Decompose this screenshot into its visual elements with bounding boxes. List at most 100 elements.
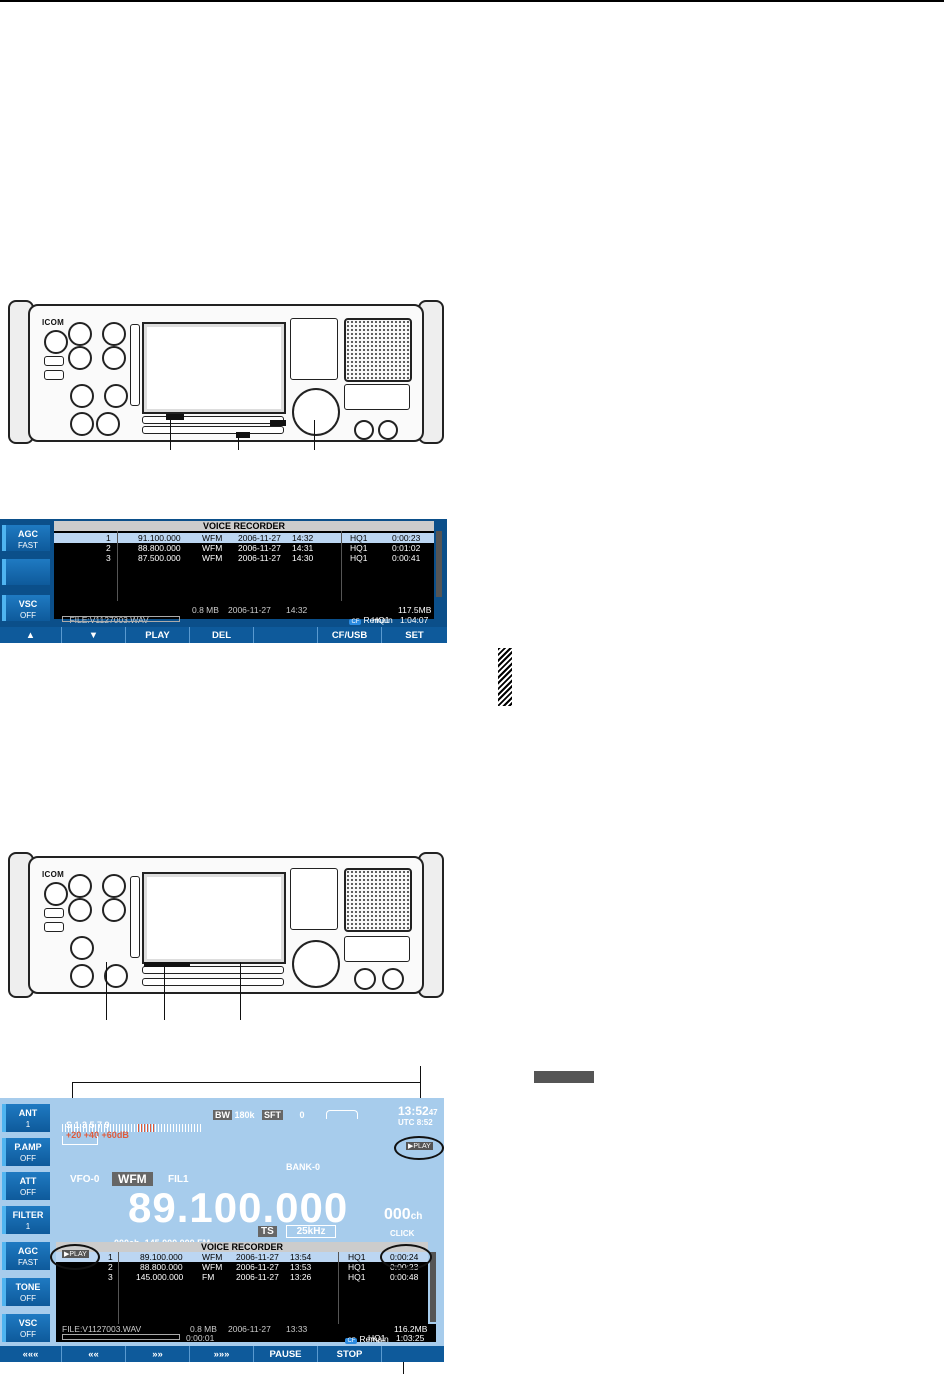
pressed-key-marker	[166, 414, 184, 420]
fkey-forward[interactable]: »»	[126, 1346, 190, 1362]
side-button-att[interactable]: ATT OFF	[2, 1172, 50, 1200]
filter-label: FIL1	[168, 1174, 189, 1185]
fkey-set[interactable]: SET	[405, 630, 424, 641]
file-size: 0.8 MB	[190, 1324, 217, 1334]
row-duration: 0:00:48	[390, 1272, 419, 1282]
ts-label: TS	[258, 1226, 277, 1237]
list-row[interactable]: 2 88.800.000 WFM 2006-11-27 14:31 HQ1 0:…	[54, 543, 434, 553]
fkey-down[interactable]: ▼	[62, 627, 126, 643]
list-row[interactable]: 3 145.000.000 FM 2006-11-27 13:26 HQ1 0:…	[56, 1272, 428, 1282]
row-num: 1	[106, 533, 111, 543]
fkey-up[interactable]: ▲	[0, 627, 62, 643]
side-button-pamp[interactable]: P.AMP OFF	[2, 1138, 50, 1166]
side-button-vsc[interactable]: VSC OFF	[2, 595, 50, 621]
row-mode: WFM	[202, 533, 223, 543]
list-row[interactable]: 1 91.100.000 WFM 2006-11-27 14:32 HQ1 0:…	[54, 533, 434, 543]
row-quality: HQ1	[348, 1272, 366, 1282]
row-quality: HQ1	[350, 553, 368, 563]
fkey-fast-forward[interactable]: »»»	[190, 1346, 254, 1362]
lower-knob	[104, 964, 128, 988]
row-date: 2006-11-27	[236, 1252, 279, 1262]
fkey-fast-rewind[interactable]: «««	[0, 1346, 62, 1362]
sft-value: 0	[299, 1110, 305, 1120]
panel-button	[44, 370, 64, 380]
utc-clock: UTC 8:52	[398, 1118, 433, 1127]
list-scrollbar[interactable]	[436, 531, 442, 597]
fkey-del[interactable]: DEL	[190, 627, 254, 643]
row-duration: 0:01:02	[392, 543, 421, 553]
row-date: 2006-11-27	[238, 553, 281, 563]
fkey-cf-usb[interactable]: CF/USB	[318, 627, 382, 643]
keypad	[290, 868, 338, 930]
fkey-blank[interactable]	[382, 1346, 444, 1362]
row-time: 14:32	[292, 533, 314, 543]
fkey-blank[interactable]	[254, 627, 318, 643]
small-knob	[382, 968, 404, 990]
panel-button	[44, 356, 64, 366]
hq-time: 1:04:07	[400, 615, 429, 625]
lower-button-row	[142, 978, 284, 986]
remain-value: 116.2MB	[394, 1324, 428, 1334]
recording-list: VOICE RECORDER 1 89.100.000 WFM 2006-11-…	[56, 1242, 428, 1324]
list-title: VOICE RECORDER	[56, 1242, 428, 1252]
callout-line	[106, 962, 107, 1020]
row-time: 14:31	[292, 543, 314, 553]
column-divider	[118, 1252, 119, 1324]
lower-knob	[70, 384, 94, 408]
side-button-agc[interactable]: AGC FAST	[2, 1242, 50, 1270]
side-button-filter[interactable]: FILTER 1	[2, 1206, 50, 1234]
row-mode: WFM	[202, 553, 223, 563]
lower-knob	[104, 384, 128, 408]
row-date: 2006-11-27	[238, 543, 281, 553]
small-knob	[354, 420, 374, 440]
twin-pbt-knob	[102, 322, 126, 346]
channel-unit: ch	[410, 1211, 423, 1222]
panel-button	[44, 922, 64, 932]
lower-knob	[96, 412, 120, 436]
list-row[interactable]: 3 87.500.000 WFM 2006-11-27 14:30 HQ1 0:…	[54, 553, 434, 563]
side-button-agc[interactable]: AGC FAST	[2, 525, 50, 551]
fkey-rewind[interactable]: ««	[62, 1346, 126, 1362]
side-button-vsc[interactable]: VSC OFF	[2, 1314, 50, 1342]
list-title: VOICE RECORDER	[54, 521, 434, 531]
side-button-label: P.AMP	[14, 1142, 42, 1152]
side-button-value: OFF	[20, 1330, 36, 1339]
hq-label: HQ1	[372, 615, 390, 625]
side-button-ant[interactable]: ANT 1	[2, 1104, 50, 1132]
panel-button	[130, 324, 140, 406]
side-button-value: 1	[25, 1120, 31, 1129]
row-time: 13:53	[290, 1262, 312, 1272]
row-quality: HQ1	[348, 1262, 366, 1272]
voice-recorder-screen-1: AGC FAST VSC OFF VOICE RECORDER 1 91.100…	[0, 519, 447, 643]
function-key-row	[142, 416, 284, 424]
main-dial	[292, 388, 340, 436]
side-button-value: 1	[25, 1222, 31, 1231]
side-button-empty[interactable]	[2, 559, 50, 585]
side-button-label: AGC	[18, 529, 38, 539]
callout-line	[240, 962, 241, 1020]
row-quality: HQ1	[350, 543, 368, 553]
squelch-knob	[68, 346, 92, 370]
row-duration: 0:00:23	[392, 533, 421, 543]
fkey-stop[interactable]: STOP	[318, 1346, 382, 1362]
row-num: 3	[106, 553, 111, 563]
fkey-pause[interactable]: PAUSE	[254, 1346, 318, 1362]
side-button-label: TONE	[15, 1282, 41, 1292]
row-duration: 0:00:41	[392, 553, 421, 563]
bw-label: BW	[213, 1110, 232, 1120]
column-divider	[338, 1252, 339, 1324]
hq-time: 1:03:25	[396, 1333, 425, 1343]
callout-line	[164, 962, 165, 1020]
pressed-key-marker	[236, 432, 250, 438]
list-row[interactable]: 1 89.100.000 WFM 2006-11-27 13:54 HQ1 0:…	[56, 1252, 428, 1262]
function-key-bar: ««« «« »» »»» PAUSE STOP	[0, 1346, 444, 1362]
row-date: 2006-11-27	[236, 1272, 279, 1282]
s-meter-bar	[62, 1124, 202, 1132]
fkey-play[interactable]: PLAY	[126, 627, 190, 643]
column-divider	[117, 531, 118, 601]
side-button-tone[interactable]: TONE OFF	[2, 1278, 50, 1306]
list-scrollbar[interactable]	[430, 1252, 436, 1322]
hq-label: HQ1	[368, 1333, 386, 1343]
list-row[interactable]: 2 88.800.000 WFM 2006-11-27 13:53 HQ1 0:…	[56, 1262, 428, 1272]
